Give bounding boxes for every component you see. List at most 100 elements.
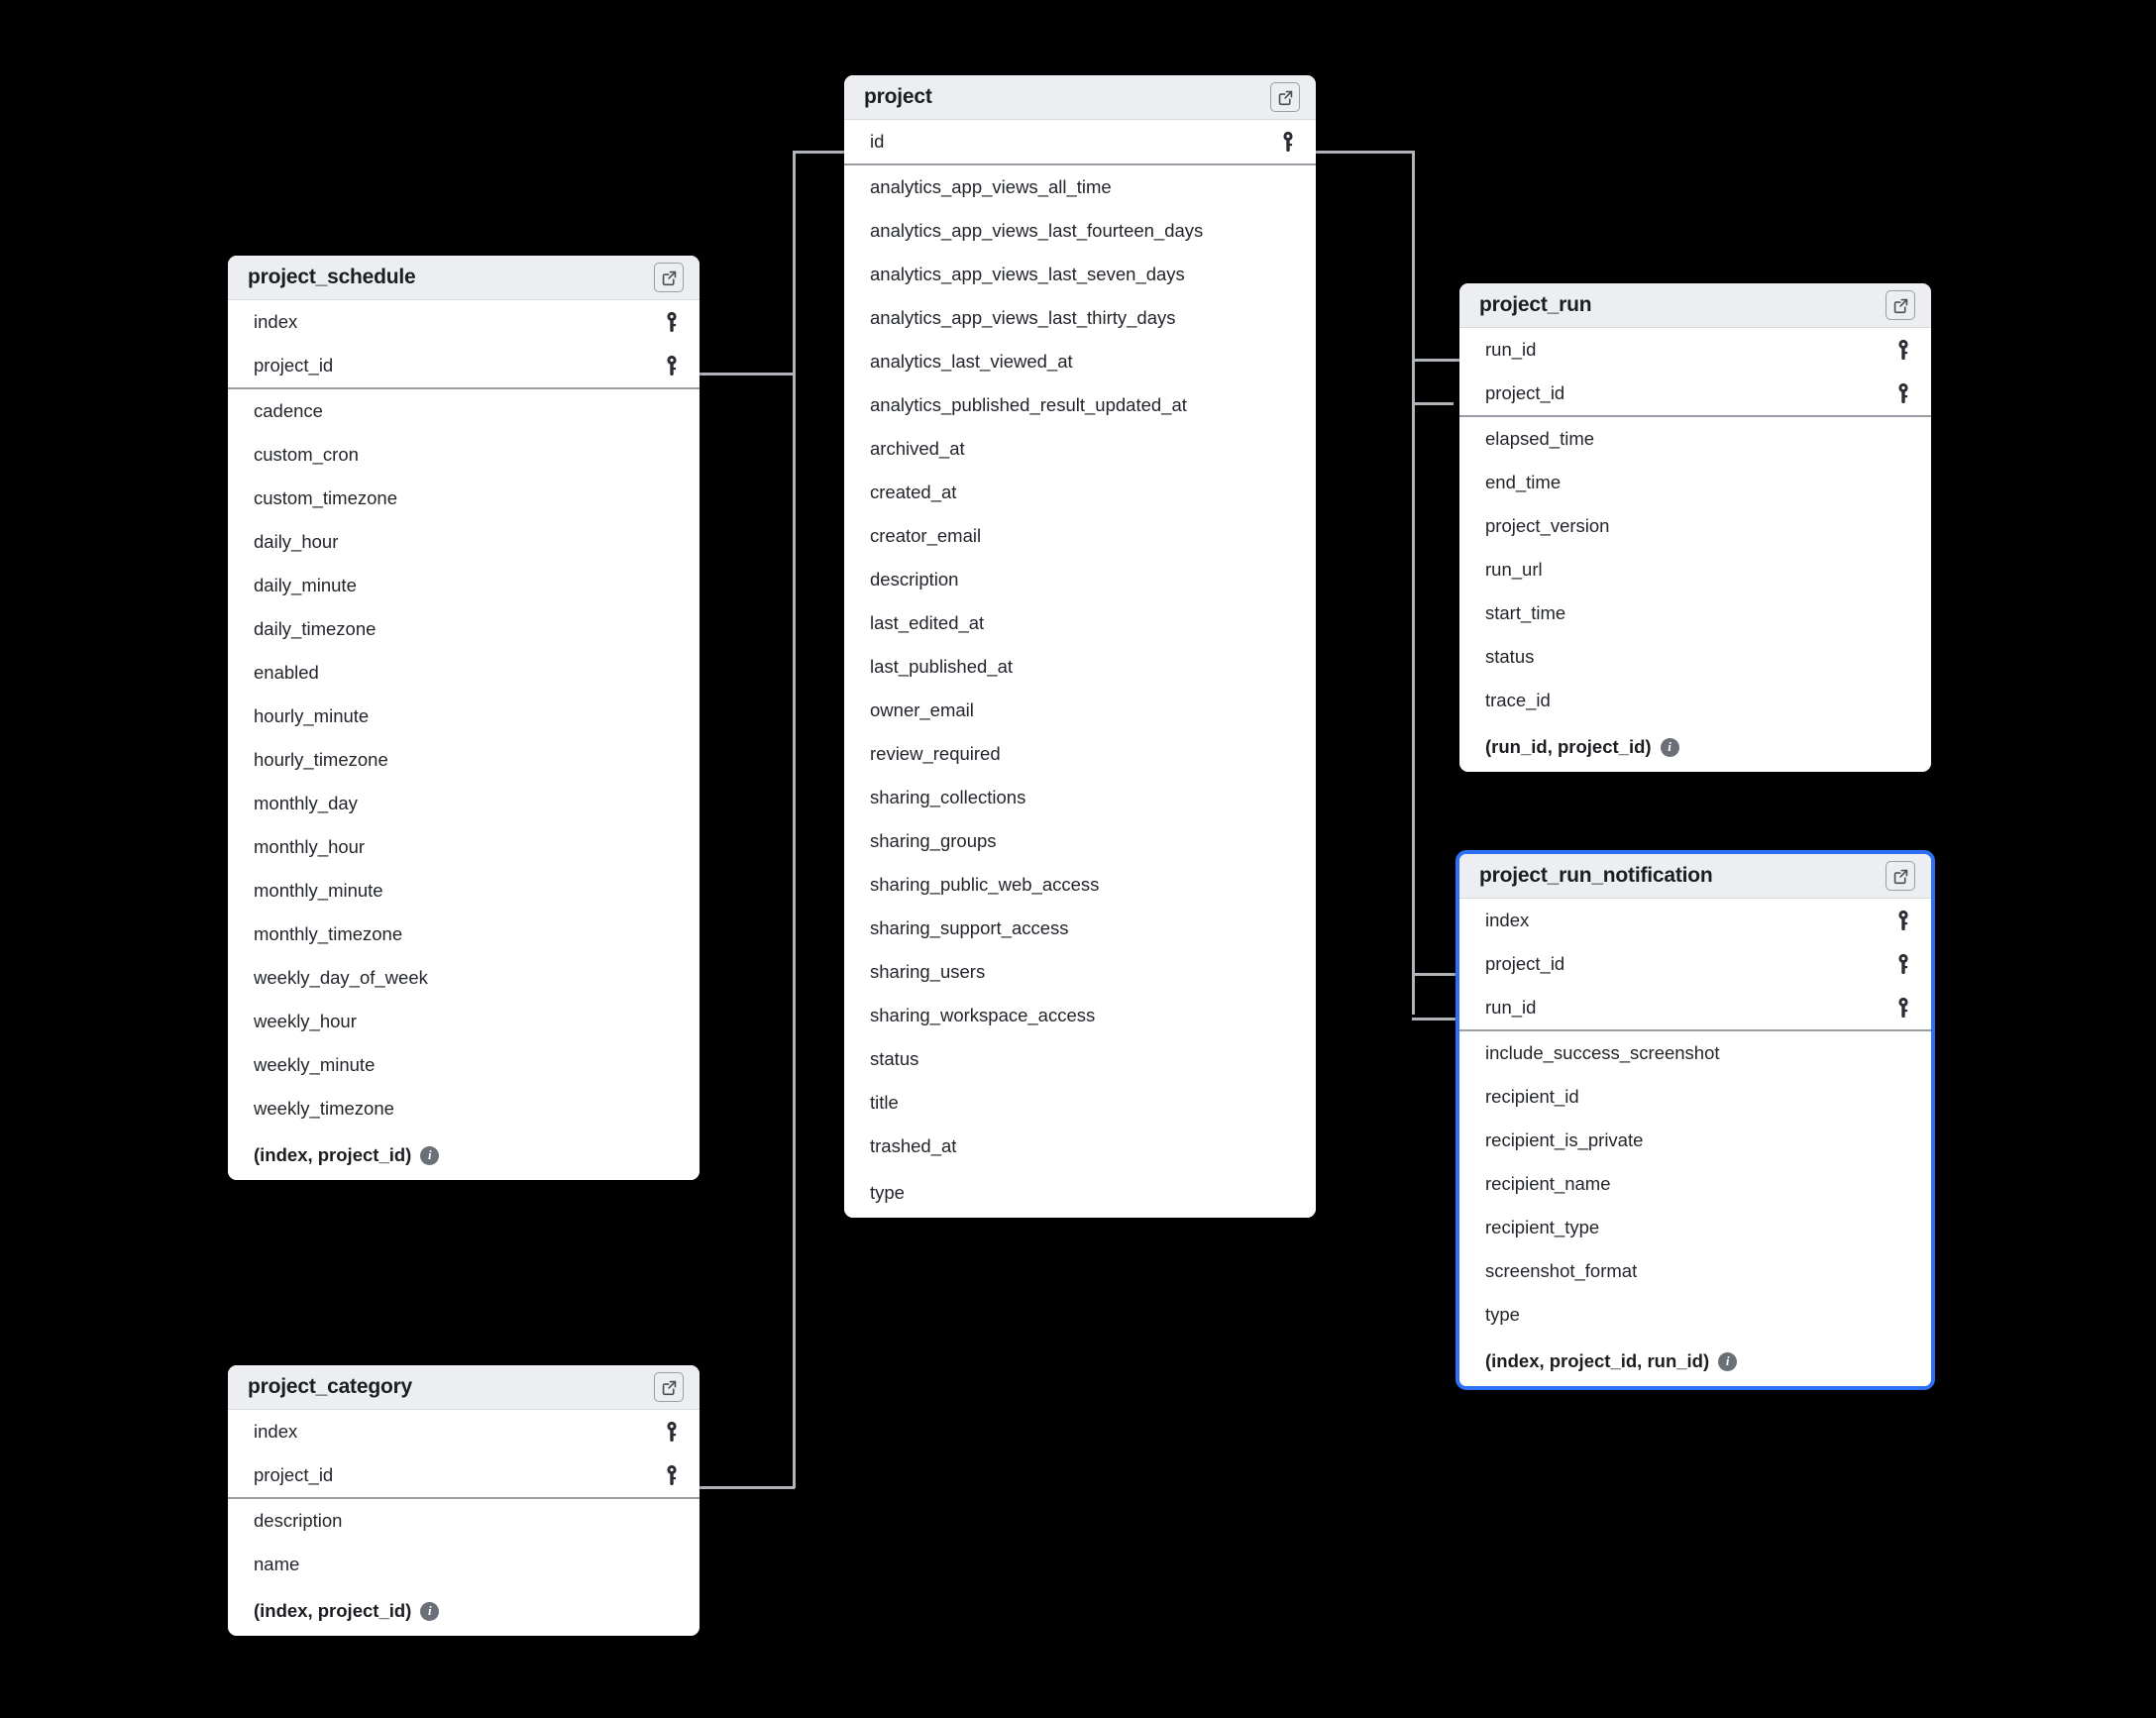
field-row[interactable]: screenshot_format — [1459, 1249, 1931, 1293]
table-card-project-run-notification[interactable]: project_run_notification index project_i… — [1455, 850, 1935, 1390]
field-row[interactable]: analytics_published_result_updated_at — [844, 383, 1316, 427]
field-row-key[interactable]: run_id — [1459, 986, 1931, 1029]
field-row[interactable]: daily_minute — [228, 564, 700, 607]
field-row[interactable]: type — [1459, 1293, 1931, 1337]
field-row[interactable]: include_success_screenshot — [1459, 1031, 1931, 1075]
field-row[interactable]: sharing_collections — [844, 776, 1316, 819]
field-row-key[interactable]: project_id — [1459, 942, 1931, 986]
table-header-project-run[interactable]: project_run — [1459, 283, 1931, 328]
field-row[interactable]: monthly_minute — [228, 869, 700, 913]
field-row[interactable]: hourly_minute — [228, 695, 700, 738]
field-row[interactable]: archived_at — [844, 427, 1316, 471]
field-row[interactable]: enabled — [228, 651, 700, 695]
field-row[interactable]: custom_cron — [228, 433, 700, 477]
external-link-icon[interactable] — [1270, 82, 1300, 112]
field-row[interactable]: status — [844, 1037, 1316, 1081]
field-name: analytics_app_views_last_fourteen_days — [870, 220, 1204, 241]
key-icon — [667, 1464, 677, 1485]
field-name: index — [254, 311, 298, 332]
composite-key-label: (run_id, project_id) — [1485, 736, 1652, 757]
field-row-key[interactable]: id — [844, 120, 1316, 163]
field-row-key[interactable]: index — [228, 1410, 700, 1453]
field-row[interactable]: analytics_last_viewed_at — [844, 340, 1316, 383]
field-row[interactable]: sharing_public_web_access — [844, 863, 1316, 907]
field-row[interactable]: review_required — [844, 732, 1316, 776]
info-icon[interactable]: i — [420, 1145, 440, 1165]
field-row[interactable]: trashed_at — [844, 1125, 1316, 1168]
field-row[interactable]: description — [228, 1499, 700, 1543]
field-row[interactable]: type — [844, 1168, 1316, 1218]
info-icon[interactable]: i — [1660, 737, 1679, 757]
field-row[interactable]: description — [844, 558, 1316, 601]
external-link-icon[interactable] — [1886, 290, 1915, 320]
field-row[interactable]: monthly_timezone — [228, 913, 700, 956]
field-row[interactable]: weekly_day_of_week — [228, 956, 700, 1000]
field-row[interactable]: trace_id — [1459, 679, 1931, 722]
field-row[interactable]: recipient_type — [1459, 1206, 1931, 1249]
field-row[interactable]: run_url — [1459, 548, 1931, 591]
field-row-key[interactable]: project_id — [228, 344, 700, 387]
field-row[interactable]: recipient_name — [1459, 1162, 1931, 1206]
external-link-icon[interactable] — [654, 263, 684, 292]
table-title: project_run — [1479, 293, 1592, 316]
field-row[interactable]: recipient_is_private — [1459, 1119, 1931, 1162]
field-row[interactable]: created_at — [844, 471, 1316, 514]
field-row-key[interactable]: run_id — [1459, 328, 1931, 372]
field-name: project_id — [1485, 953, 1565, 974]
field-row[interactable]: end_time — [1459, 461, 1931, 504]
field-row[interactable]: daily_hour — [228, 520, 700, 564]
field-row[interactable]: analytics_app_views_last_seven_days — [844, 253, 1316, 296]
field-row[interactable]: weekly_timezone — [228, 1087, 700, 1130]
field-row[interactable]: analytics_app_views_last_thirty_days — [844, 296, 1316, 340]
field-row[interactable]: name — [228, 1543, 700, 1586]
field-row[interactable]: title — [844, 1081, 1316, 1125]
field-row[interactable]: cadence — [228, 389, 700, 433]
field-row[interactable]: analytics_app_views_last_fourteen_days — [844, 209, 1316, 253]
field-row[interactable]: creator_email — [844, 514, 1316, 558]
field-row[interactable]: monthly_hour — [228, 825, 700, 869]
table-header-project[interactable]: project — [844, 75, 1316, 120]
field-row-key[interactable]: project_id — [1459, 372, 1931, 415]
table-header-project-run-notification[interactable]: project_run_notification — [1459, 854, 1931, 899]
field-row[interactable]: last_edited_at — [844, 601, 1316, 645]
field-name: status — [1485, 646, 1535, 667]
field-row[interactable]: project_version — [1459, 504, 1931, 548]
field-row-key[interactable]: index — [228, 300, 700, 344]
table-card-project-schedule[interactable]: project_schedule index project_id cadenc… — [228, 256, 700, 1180]
field-row[interactable]: monthly_day — [228, 782, 700, 825]
field-row[interactable]: sharing_support_access — [844, 907, 1316, 950]
field-name: sharing_public_web_access — [870, 874, 1100, 895]
field-row[interactable]: daily_timezone — [228, 607, 700, 651]
field-row[interactable]: custom_timezone — [228, 477, 700, 520]
table-card-project-run[interactable]: project_run run_id project_id elapsed_ti… — [1459, 283, 1931, 772]
field-row[interactable]: last_published_at — [844, 645, 1316, 689]
field-row[interactable]: hourly_timezone — [228, 738, 700, 782]
field-row-key[interactable]: index — [1459, 899, 1931, 942]
table-card-project[interactable]: project id analytics_app_views_all_time … — [844, 75, 1316, 1218]
field-row[interactable]: start_time — [1459, 591, 1931, 635]
field-row[interactable]: sharing_users — [844, 950, 1316, 994]
field-row[interactable]: elapsed_time — [1459, 417, 1931, 461]
table-card-project-category[interactable]: project_category index project_id descri… — [228, 1365, 700, 1636]
field-name: hourly_timezone — [254, 749, 388, 770]
field-name: elapsed_time — [1485, 428, 1595, 449]
field-row[interactable]: sharing_workspace_access — [844, 994, 1316, 1037]
table-header-project-category[interactable]: project_category — [228, 1365, 700, 1410]
field-name: weekly_day_of_week — [254, 967, 428, 988]
field-name: monthly_minute — [254, 880, 383, 901]
field-row[interactable]: weekly_minute — [228, 1043, 700, 1087]
field-row[interactable]: analytics_app_views_all_time — [844, 165, 1316, 209]
field-row-key[interactable]: project_id — [228, 1453, 700, 1497]
field-row[interactable]: status — [1459, 635, 1931, 679]
field-row[interactable]: sharing_groups — [844, 819, 1316, 863]
table-header-project-schedule[interactable]: project_schedule — [228, 256, 700, 300]
field-row[interactable]: recipient_id — [1459, 1075, 1931, 1119]
composite-key-label: (index, project_id, run_id) — [1485, 1350, 1710, 1371]
external-link-icon[interactable] — [1886, 861, 1915, 891]
field-row[interactable]: weekly_hour — [228, 1000, 700, 1043]
field-row[interactable]: owner_email — [844, 689, 1316, 732]
external-link-icon[interactable] — [654, 1372, 684, 1402]
info-icon[interactable]: i — [420, 1601, 440, 1621]
info-icon[interactable]: i — [1718, 1351, 1738, 1371]
